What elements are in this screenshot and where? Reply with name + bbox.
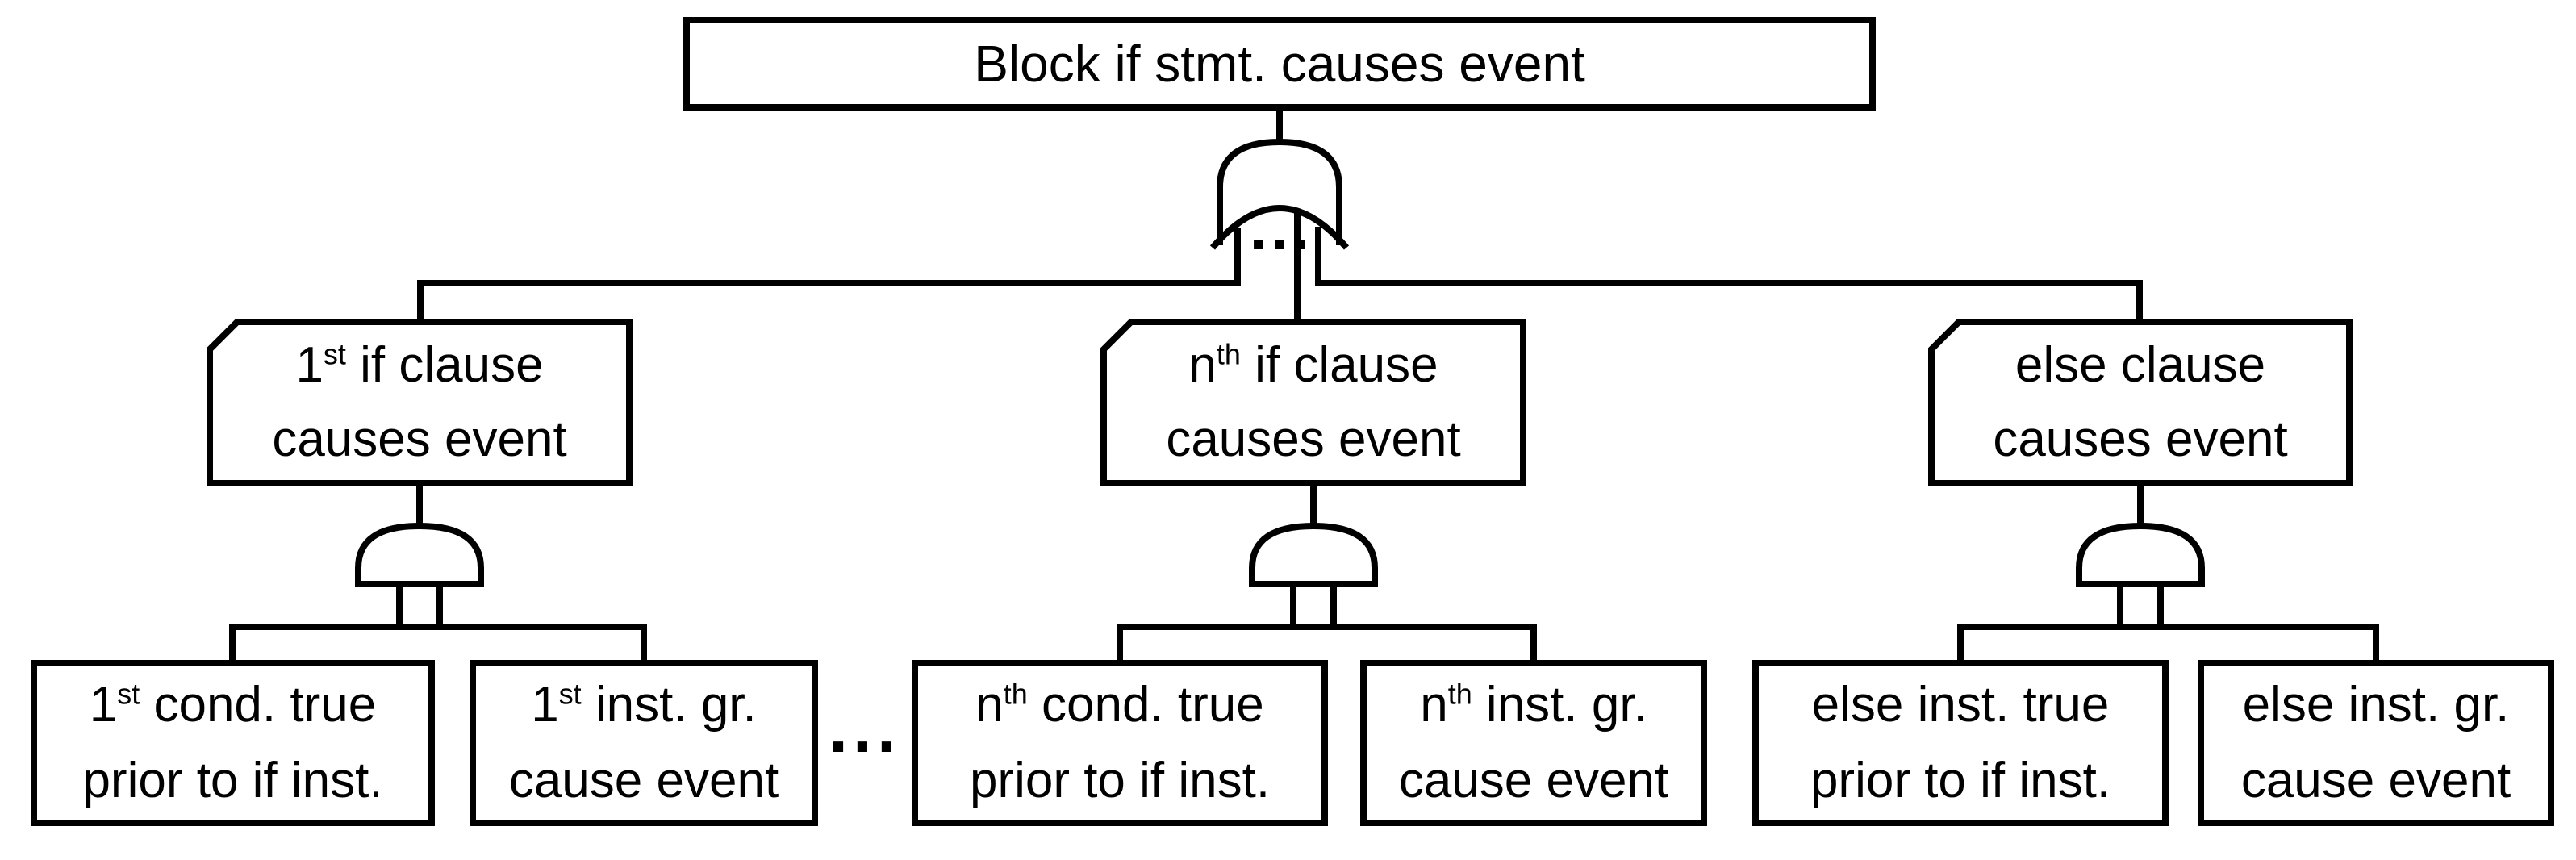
- label-line: causes event: [1166, 411, 1461, 467]
- basic-event-label: nth inst. gr. cause event: [1363, 663, 1704, 823]
- branch-event-box: [1100, 319, 1526, 486]
- and-gate-icon: [355, 522, 484, 587]
- label-line: else inst. gr.: [2242, 677, 2510, 733]
- children-connector: [1957, 624, 2379, 665]
- label-line: prior to if inst.: [1810, 753, 2111, 808]
- basic-event-label: nth cond. true prior to if inst.: [915, 663, 1325, 823]
- label-line: nth if clause: [1188, 337, 1438, 393]
- basic-event-box: [2198, 660, 2554, 826]
- label-line: prior to if inst.: [969, 753, 1271, 808]
- label-line: causes event: [272, 411, 567, 467]
- label-line: prior to if inst.: [82, 753, 383, 808]
- basic-event-box: [1752, 660, 2169, 826]
- label-line: else inst. true: [1811, 677, 2110, 733]
- label-line: cause event: [1398, 753, 1669, 808]
- label-line: 1st if clause: [295, 337, 544, 393]
- or-gate-bottom-arc-icon: [1209, 205, 1350, 250]
- label-line: nth cond. true: [975, 677, 1264, 733]
- and-gate-icon: [2076, 522, 2205, 587]
- basic-event-label: else inst. true prior to if inst.: [1756, 663, 2165, 823]
- top-event-box: [683, 17, 1876, 111]
- or-gate-icon: [1217, 138, 1342, 245]
- and-gate-legs: [396, 581, 443, 627]
- basic-event-box: [1360, 660, 1707, 826]
- label-line: cause event: [508, 753, 779, 808]
- and-gate-legs: [2117, 581, 2164, 627]
- basic-event-box: [912, 660, 1328, 826]
- label-line: causes event: [1993, 411, 2288, 467]
- basic-event-label: else inst. gr. cause event: [2201, 663, 2551, 823]
- branch-event-label-else: else clause causes event: [1931, 322, 2349, 483]
- label-line: 1st inst. gr.: [531, 677, 757, 733]
- basic-event-box: [31, 660, 435, 826]
- or-gate-inputs-ellipsis: ...: [1249, 191, 1313, 263]
- top-event-label: Block if stmt. causes event: [687, 20, 1873, 107]
- branch-event-label-nth-if: nth if clause causes event: [1104, 322, 1523, 483]
- label-line: Block if stmt. causes event: [974, 35, 1585, 93]
- basic-event-box: [470, 660, 818, 826]
- and-gate-icon: [1249, 522, 1378, 587]
- branch-event-box: [207, 319, 633, 486]
- children-connector: [229, 624, 647, 665]
- label-line: cause event: [2240, 753, 2511, 808]
- label-line: else clause: [2014, 337, 2266, 393]
- basic-event-label: 1st cond. true prior to if inst.: [34, 663, 432, 823]
- or-gate-input-connector: [417, 211, 2143, 325]
- and-gate-legs: [1290, 581, 1337, 627]
- bottom-row-ellipsis: ...: [829, 690, 901, 767]
- basic-event-label: 1st inst. gr. cause event: [473, 663, 815, 823]
- children-connector: [1117, 624, 1537, 665]
- label-line: 1st cond. true: [89, 677, 377, 733]
- branch-event-label-first-if: 1st if clause causes event: [210, 322, 629, 483]
- branch-event-box: [1928, 319, 2353, 486]
- label-line: nth inst. gr.: [1420, 677, 1647, 733]
